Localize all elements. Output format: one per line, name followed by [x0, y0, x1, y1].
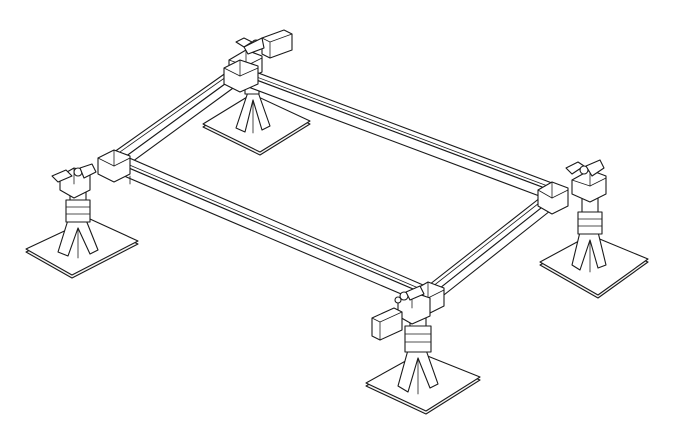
wing-nut-back-left [235, 37, 265, 55]
tube-stub-front [371, 307, 403, 341]
support-legs-back-left [235, 91, 271, 134]
wing-nut-back-right [565, 159, 605, 177]
base-plate-back-left [202, 93, 311, 156]
tube-stub-back-left [261, 29, 293, 59]
corner-bracket-left [97, 149, 131, 183]
corner-bracket-back [223, 59, 259, 93]
wing-nut-left [51, 163, 97, 183]
jack-stand-back-right [539, 159, 649, 299]
telescoping-post-back-right [577, 197, 603, 235]
rail-front-left [109, 153, 431, 303]
support-legs-front [397, 349, 439, 395]
corner-bracket-right [537, 181, 569, 215]
jack-stand-front [365, 285, 481, 415]
wing-nut-front [394, 285, 425, 304]
clamp-back-right [571, 169, 607, 203]
base-plate-back-right [539, 234, 649, 299]
jack-stand-left [25, 163, 139, 279]
base-plate-front [365, 352, 481, 415]
